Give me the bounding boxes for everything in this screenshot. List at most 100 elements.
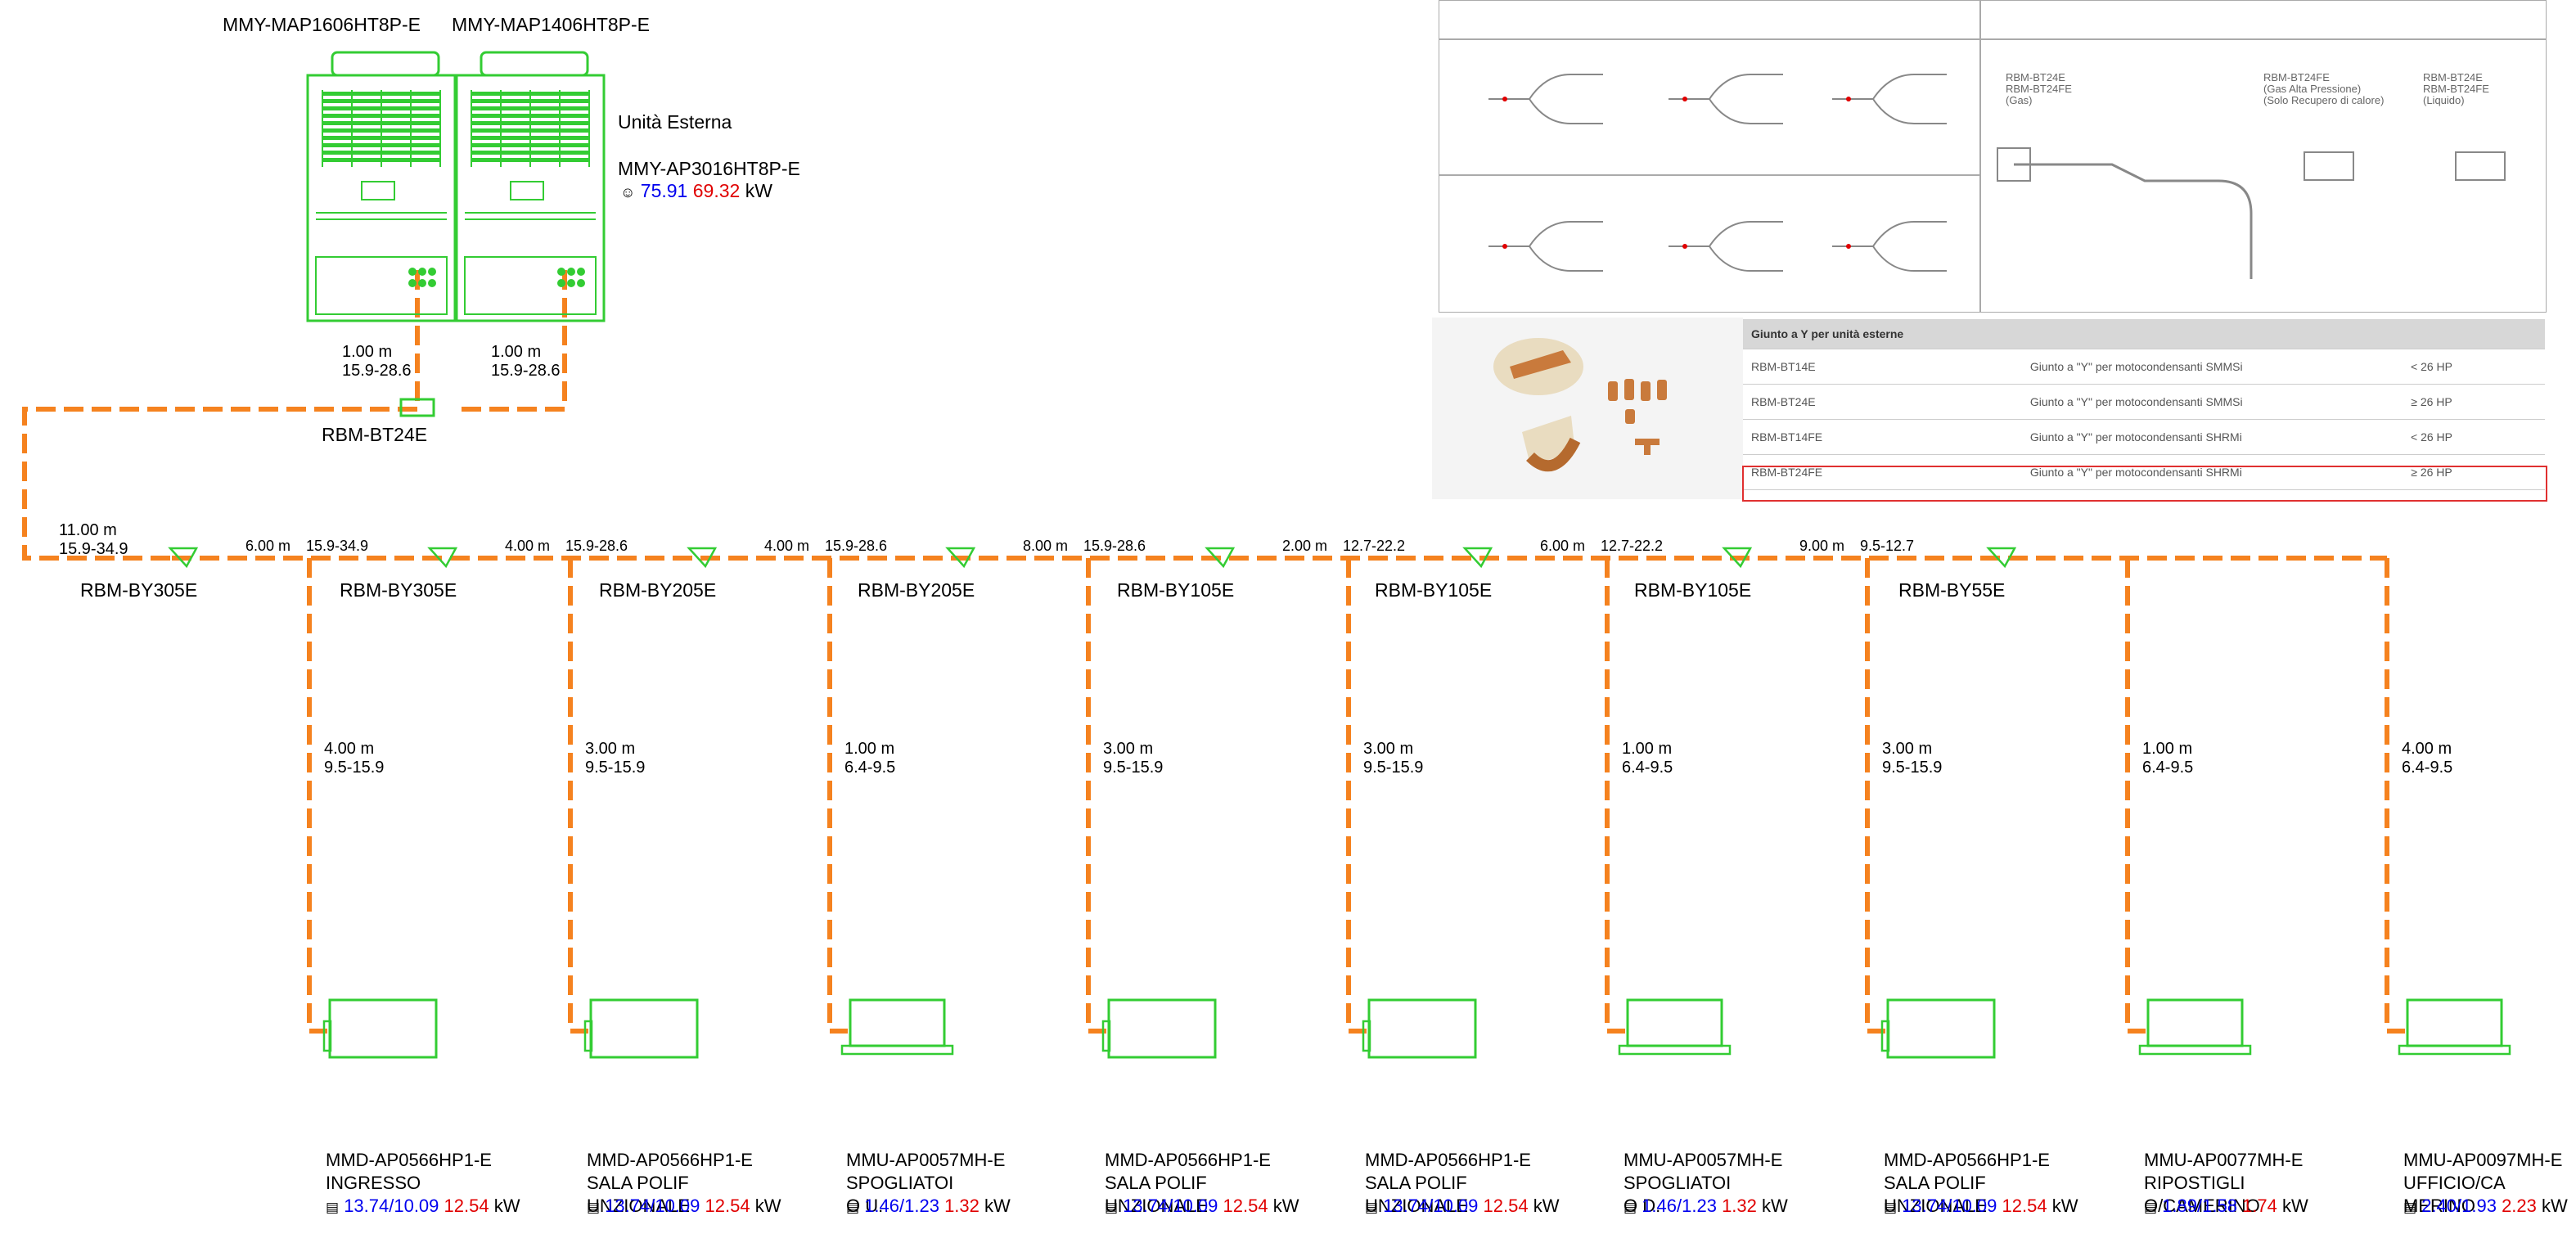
branch-joint-label: RBM-BY55E: [1898, 579, 2006, 601]
indoor-room-name: UNZIONALE: [1365, 1196, 1468, 1216]
indoor-room-name: SALA POLIF: [587, 1173, 689, 1193]
indoor-room-name: UNZIONALE: [587, 1196, 690, 1216]
branch-joint-icon: [168, 547, 199, 569]
indoor-model: MMU-AP0077MH-E: [2144, 1150, 2304, 1170]
indoor-room-name: INGRESSO: [326, 1173, 421, 1193]
main-segment-length: 4.00 m: [764, 538, 810, 554]
branch-joint-icon: [1205, 547, 1236, 569]
indoor-unit: kW: [2051, 1196, 2078, 1216]
indoor-pipe-size: 9.5-15.9: [1363, 759, 1424, 777]
indoor-model: MMD-AP0566HP1-E: [587, 1150, 753, 1170]
indoor-room-name: MERINO: [2403, 1196, 2475, 1216]
indoor-model: MMD-AP0566HP1-E: [1105, 1150, 1271, 1170]
ref-label-1: RBM-BT24E: [2006, 71, 2065, 83]
indoor-model: MMU-AP0097MH-E: [2403, 1150, 2563, 1170]
outdoor-title: Unità Esterna: [618, 111, 732, 133]
highlight-row-frame: [1742, 466, 2547, 502]
table-cell: RBM-BT14E: [1743, 349, 2022, 385]
ref-marker-icon: [1846, 244, 1851, 249]
branch-joint-label: RBM-BY105E: [1117, 579, 1235, 601]
outdoor-module-left: [306, 51, 457, 322]
ref-label-2: RBM-BT24FE: [2006, 83, 2072, 95]
indoor-capacity: ▤ 13.74/10.09 12.54 kW: [326, 1195, 520, 1219]
indoor-unit: kW: [1272, 1196, 1299, 1216]
branch-joint-icon: [1986, 547, 2017, 569]
reference-photo-area: [1432, 318, 1743, 499]
indoor-heat-kw: 12.54: [705, 1196, 750, 1216]
ref-marker-icon: [1682, 97, 1687, 101]
indoor-branch-pipe: [1346, 558, 1367, 1034]
indoor-branch-pipe: [827, 558, 848, 1034]
indoor-capacity: ▤ 13.74/10.09 12.54 kW: [587, 1195, 781, 1219]
indoor-unit: kW: [493, 1196, 520, 1216]
indoor-model: MMU-AP0057MH-E: [846, 1150, 1006, 1170]
indoor-unit-icon: ▤: [1105, 1200, 1119, 1215]
outdoor-pipe-right: [458, 270, 567, 412]
ref-marker-icon: [1682, 244, 1687, 249]
ref-label-9: (Liquido): [2423, 94, 2465, 106]
indoor-unit: kW: [1533, 1196, 1560, 1216]
indoor-heat-kw: 1.74: [2242, 1196, 2277, 1216]
indoor-pipe-length: 4.00 m: [2402, 740, 2452, 758]
indoor-branch-pipe: [307, 558, 327, 1034]
ref-bt24e-liquid-icon: [2455, 151, 2506, 181]
indoor-pipe-length: 3.00 m: [1882, 740, 1933, 758]
copper-fittings-photo: [1493, 338, 1667, 472]
indoor-heat-kw: 1.32: [1722, 1196, 1757, 1216]
indoor-cool-kw: 1.46/1.23: [864, 1196, 939, 1216]
main-segment-size: 15.9-28.6: [565, 538, 628, 554]
indoor-pipe-size: 9.5-15.9: [585, 759, 646, 777]
indoor-pipe-length: 1.00 m: [844, 740, 895, 758]
indoor-pipe-size: 6.4-9.5: [2142, 759, 2194, 777]
outdoor-unit: kW: [745, 180, 772, 201]
indoor-cool-kw: 1.46/1.23: [1642, 1196, 1717, 1216]
main-segment-length: 2.00 m: [1282, 538, 1328, 554]
indoor-heat-kw: 2.23: [2502, 1196, 2537, 1216]
ref-bt24e-icon: [2014, 163, 2253, 279]
indoor-cool-kw: 13.74/10.09: [1383, 1196, 1479, 1216]
table-cell: Giunto a "Y" per motocondensanti SHRMi: [2021, 454, 2319, 490]
ref-y-joint-icon: [1832, 74, 1947, 124]
indoor-model: MMU-AP0057MH-E: [1624, 1150, 1783, 1170]
branch-joint-label: RBM-BY105E: [1375, 579, 1493, 601]
indoor-room-name: SPOGLIATOI: [846, 1173, 954, 1193]
indoor-pipe-size: 6.4-9.5: [1622, 759, 1673, 777]
ref-y-joint-icon: [1488, 74, 1603, 124]
ref-marker-icon: [1502, 97, 1507, 101]
table-header: Giunto a Y per unità esterne: [1743, 319, 2545, 349]
indoor-unit-symbol: [1618, 998, 1732, 1056]
indoor-branch-pipe: [2125, 558, 2146, 1034]
reference-drawings-panel-right: RBM-BT24E RBM-BT24FE (Gas) RBM-BT24FE (G…: [1980, 0, 2547, 313]
indoor-unit-icon: ▤: [1365, 1200, 1379, 1215]
ref-label-7: RBM-BT24E: [2423, 71, 2483, 83]
indoor-capacity: ▤ 13.74/10.09 12.54 kW: [1365, 1195, 1560, 1219]
main-segment-length: 9.00 m: [1799, 538, 1845, 554]
ref-marker-icon: [1502, 244, 1507, 249]
indoor-unit-icon: ▤: [1624, 1200, 1637, 1215]
indoor-model: MMD-AP0566HP1-E: [326, 1150, 492, 1170]
indoor-unit-symbol: [2398, 998, 2511, 1056]
indoor-unit-symbol: [1101, 998, 1217, 1059]
table-cell: Giunto a "Y" per motocondensanti SHRMi: [2021, 419, 2319, 455]
main-segment-length: 6.00 m: [1540, 538, 1586, 554]
indoor-unit-icon: ▤: [326, 1200, 340, 1215]
indoor-pipe-length: 3.00 m: [1103, 740, 1154, 758]
indoor-branch-pipe: [568, 558, 588, 1034]
indoor-room-name: UNZIONALE: [1884, 1196, 1987, 1216]
ref-label-4: RBM-BT24FE: [2263, 71, 2330, 83]
main-segment-size: 9.5-12.7: [1860, 538, 1915, 554]
indoor-model: MMD-AP0566HP1-E: [1365, 1150, 1531, 1170]
indoor-room-name: O D.: [1624, 1196, 1661, 1216]
table-cell: Giunto a "Y" per motocondensanti SMMSi: [2021, 349, 2319, 385]
indoor-unit: kW: [2542, 1196, 2568, 1216]
indoor-pipe-length: 3.00 m: [1363, 740, 1414, 758]
outdoor-model: MMY-AP3016HT8P-E: [618, 158, 800, 179]
refrigerant-pipes: [22, 270, 2405, 1034]
outdoor-module-left-label: MMY-MAP1606HT8P-E: [223, 14, 421, 35]
outdoor-module-right: [455, 51, 606, 322]
table-cell: ≥ 26 HP: [2318, 454, 2545, 490]
indoor-unit: kW: [754, 1196, 781, 1216]
indoor-room-name: SALA POLIF: [1884, 1173, 1986, 1193]
